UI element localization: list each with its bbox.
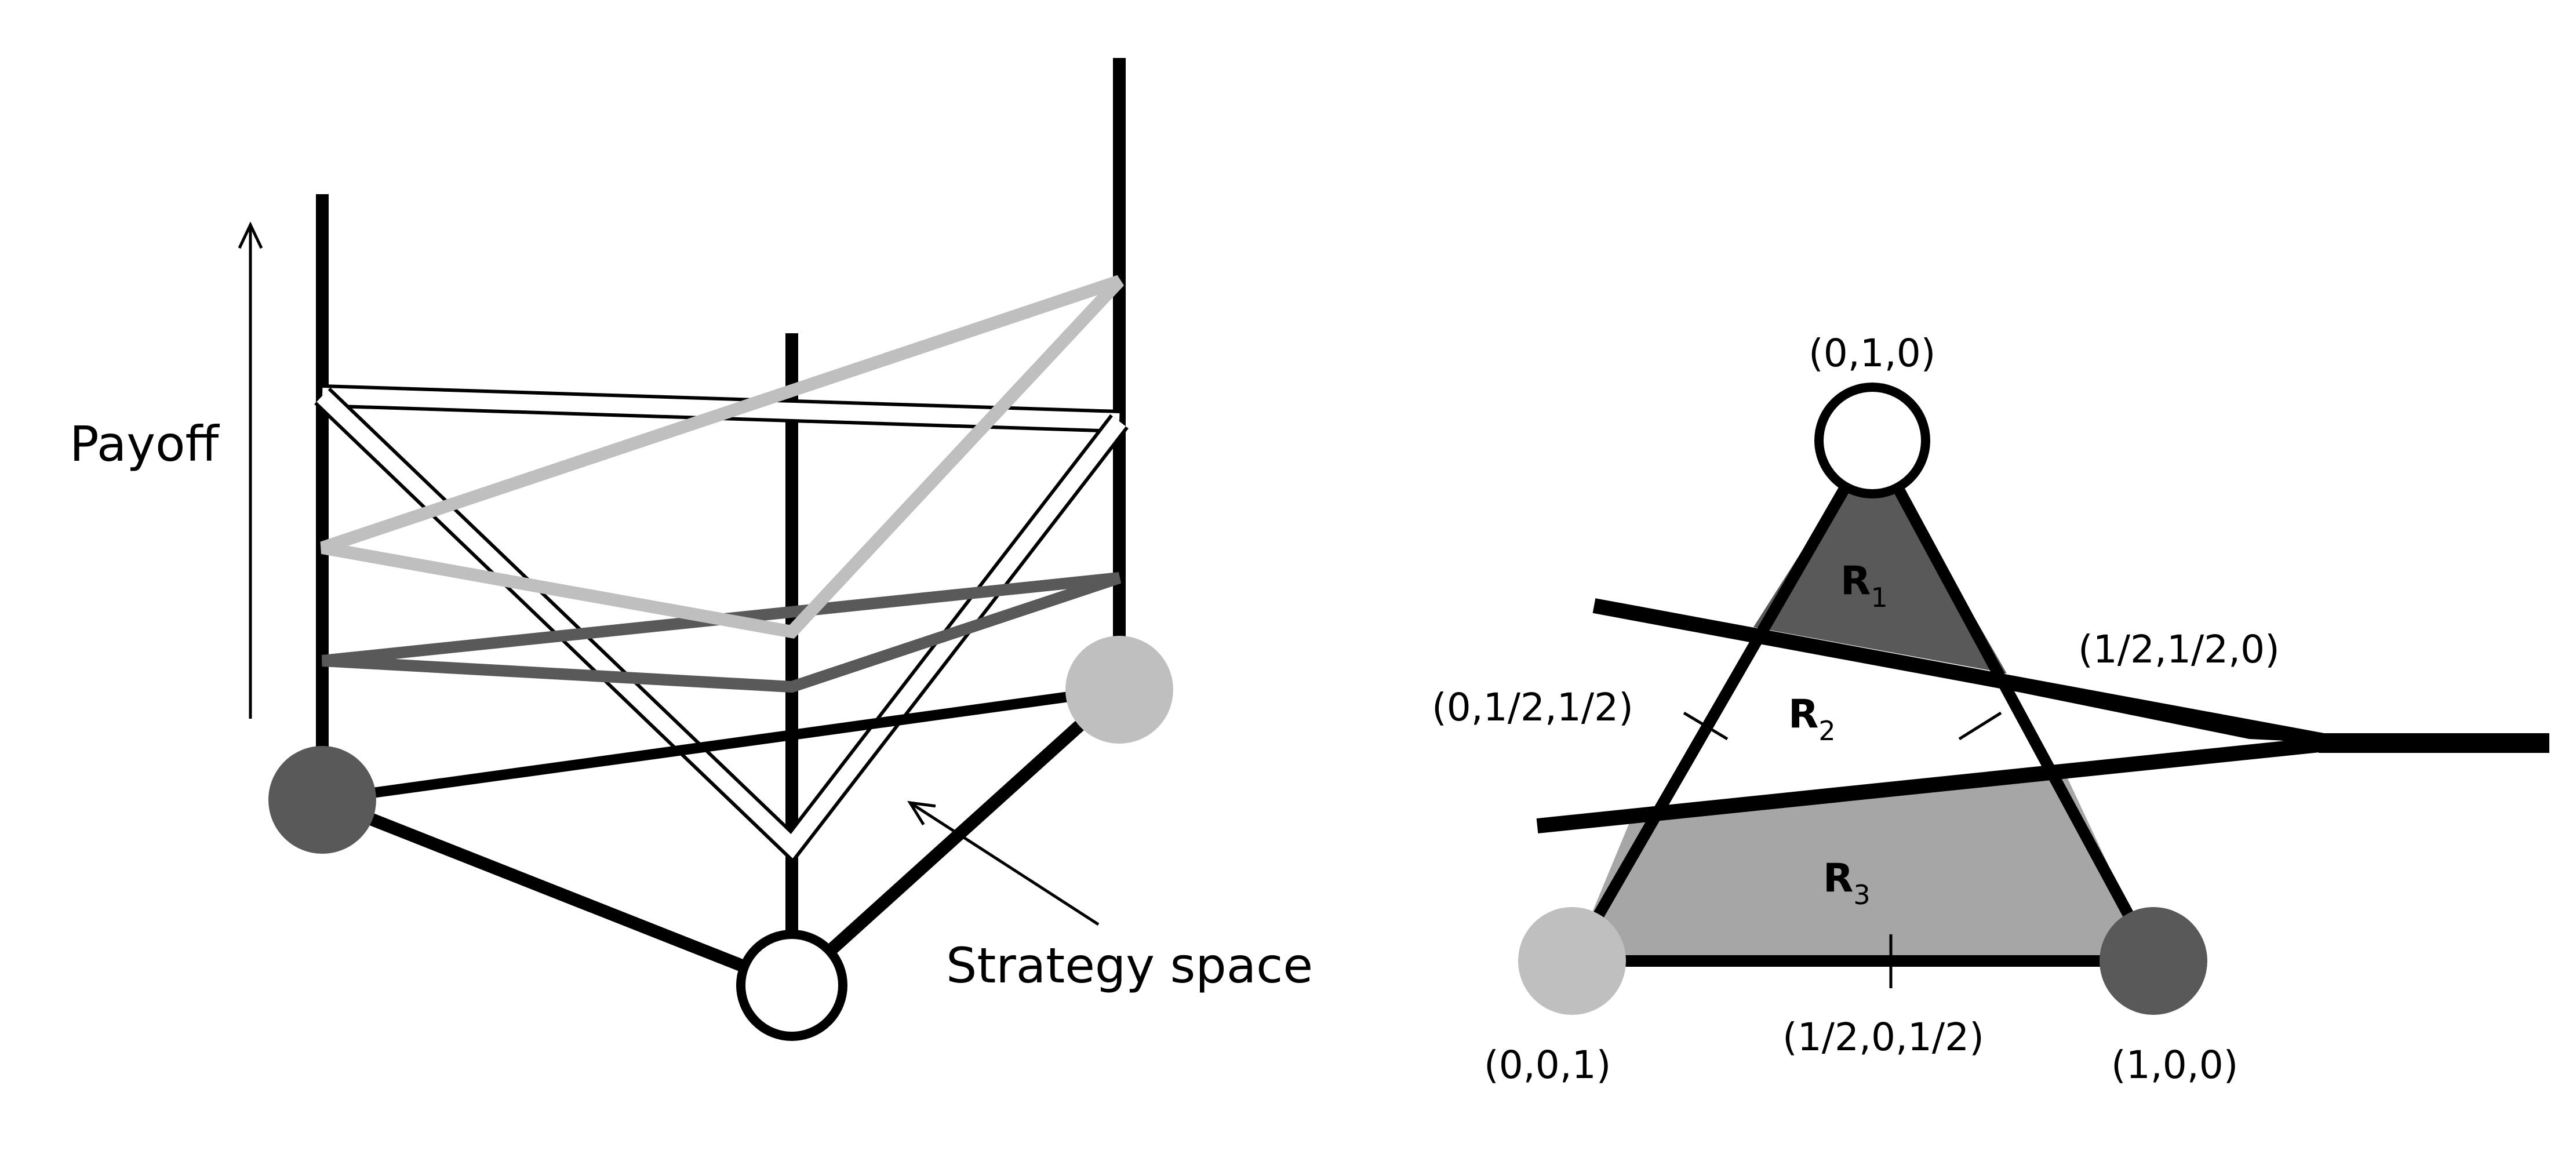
dark-vertex-circle <box>268 746 376 854</box>
right-edge-midpoint-tick <box>1958 711 2002 741</box>
payoff-axis-label: Payoff <box>70 416 220 472</box>
bottom-left-vertex-circle <box>1518 907 1626 1015</box>
dark-payoff-lines <box>321 572 1122 693</box>
light-payoff-lines <box>320 275 1125 639</box>
region-r2-label: R2 <box>1788 691 1836 747</box>
region-r3-label: R3 <box>1823 855 1871 911</box>
white-vertex-circle <box>736 930 847 1041</box>
strategy-space-base <box>319 685 1124 992</box>
region-r3-fill <box>1572 769 2153 961</box>
left-edge-midpoint-tick <box>1683 711 1729 741</box>
left-panel: Payoff Strategy space <box>70 58 1313 1041</box>
right-panel: R1 R2 R3 (0,1,0) (0,0,1) (1,0,0) (0,1/2,… <box>1432 331 2549 1087</box>
right-edge-midpoint-label: (1/2,1/2,0) <box>2078 627 2280 672</box>
top-vertex-label: (0,1,0) <box>1809 331 1935 376</box>
bottom-right-vertex-label: (1,0,0) <box>2111 1043 2238 1087</box>
strategy-space-label: Strategy space <box>946 937 1313 994</box>
left-edge-midpoint-label: (0,1/2,1/2) <box>1432 685 1633 730</box>
light-vertex-circle <box>1065 636 1173 744</box>
region-r1-label: R1 <box>1840 558 1888 613</box>
bottom-edge-midpoint-label: (1/2,0,1/2) <box>1782 1015 1984 1060</box>
strategy-space-arrow <box>907 800 1100 926</box>
simplex-triangle <box>1562 428 2163 967</box>
top-vertex-circle <box>1814 383 1930 498</box>
region-boundary-lines <box>1536 598 2549 833</box>
bottom-left-vertex-label: (0,0,1) <box>1484 1043 1611 1087</box>
bottom-right-vertex-circle <box>2100 907 2207 1015</box>
region-r1-fill <box>1753 440 2007 673</box>
